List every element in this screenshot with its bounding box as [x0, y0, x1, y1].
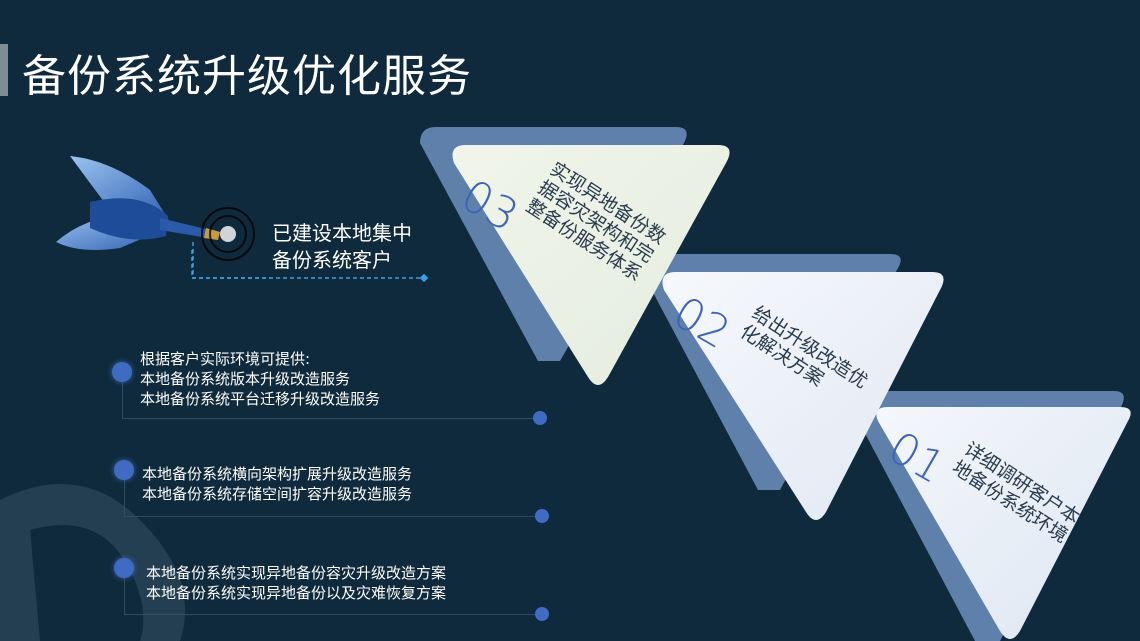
- built-customer-label: 已建设本地集中 备份系统客户: [272, 221, 412, 272]
- list-item-frame: [124, 574, 543, 615]
- dashed-connector: [192, 242, 429, 283]
- list-item-frame: [122, 378, 541, 419]
- list-end-dot: [533, 411, 547, 425]
- list-bullet: [114, 460, 134, 480]
- list-end-dot: [535, 509, 549, 523]
- list-item: 根据客户实际环境可提供: 本地备份系统版本升级改造服务 本地备份系统平台迁移升级…: [140, 350, 381, 408]
- list-item: 本地备份系统横向架构扩展升级改造服务 本地备份系统存储空间扩容升级改造服务: [142, 465, 413, 503]
- list-item: 本地备份系统实现异地备份容灾升级改造方案 本地备份系统实现异地备份以及灾难恢复方…: [146, 564, 447, 602]
- step-triangle-01: [850, 391, 1131, 641]
- page-title: 备份系统升级优化服务: [22, 51, 472, 102]
- dart-target-icon: [56, 156, 270, 279]
- decorative-leaf-shape: [0, 484, 185, 641]
- list-item-frame: [124, 476, 543, 517]
- list-bullet: [114, 558, 134, 578]
- title-accent-bar: [0, 44, 8, 96]
- list-end-dot: [535, 607, 549, 621]
- step-triangle-02: [640, 254, 944, 520]
- step-triangle-03: [420, 127, 730, 385]
- list-bullet: [112, 362, 132, 382]
